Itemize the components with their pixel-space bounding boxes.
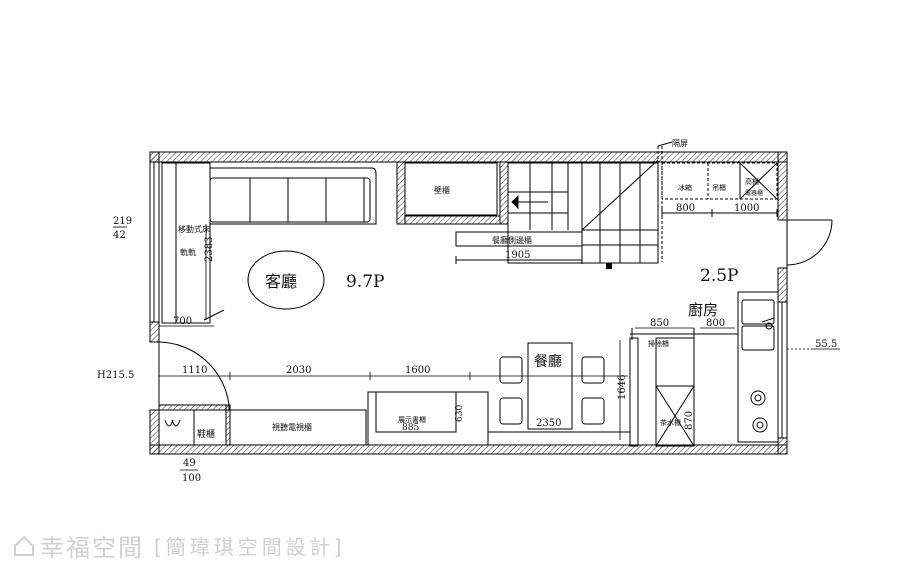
coffee-table [247,250,325,310]
dim-2383: 2383 [204,237,215,262]
fixture-shoe-cabinet: 鞋櫃 [197,428,215,440]
dim-49: 49 [183,458,196,469]
kitchen-tall-cabinets [629,328,738,447]
labels: 客廳 9.7P 餐廳 廚房 2.5P 鞋櫃 壁櫃 餐廳側邊櫃 視聽電視櫃 展示書… [97,139,837,484]
fixture-wall-cabinet: 壁櫃 [434,185,450,195]
entrance-door [786,219,833,268]
watermark-credit: [簡瑋琪空間設計] [154,535,346,559]
watermark-logo: 幸福空間 [40,534,144,562]
area-label-kitchen: 2.5P [700,266,738,286]
dim-219: 219 [113,216,132,227]
dim-885: 885 [402,423,419,433]
fixture-broom-cabinet: 掃除櫃 [648,339,669,348]
dining-table [499,342,605,430]
dim-2030: 2030 [286,365,311,376]
upper-kitchen-cabinets [661,162,778,217]
fixture-dining-side-cabinet: 餐廳側邊櫃 [492,235,532,245]
dim-630: 630 [455,405,465,422]
dim-h215-5: H215.5 [97,370,134,381]
partition [657,141,673,262]
dim-1000: 1000 [734,203,759,214]
dim-800-top: 800 [676,203,695,214]
fixture-kitchen-side-cabinet: 電器櫃 [745,189,763,197]
dim-42: 42 [113,230,126,241]
room-label-dining: 餐廳 [534,353,562,370]
house-logo-icon [14,535,34,556]
kitchen-counter [737,291,779,443]
stairs [507,159,659,264]
fixture-tea-cabinet: 茶水櫃 [660,418,681,427]
dim-800-kitchen: 800 [706,318,725,329]
area-label-living: 9.7P [346,272,384,292]
left-door [158,341,230,406]
dim-100: 100 [182,473,201,484]
lower-cabinets [158,391,630,446]
dining-side-cabinet [455,231,583,247]
dim-1600: 1600 [405,365,430,376]
mobile-bed [161,162,225,324]
fixture-fridge: 冰箱 [678,183,692,192]
fixture-av-cabinet: 視聽電視櫃 [272,422,312,432]
fixture-partition: 隔屏 [672,139,688,148]
fixture-mobile-bed-1: 移動式床 [178,224,210,234]
dim-1646: 1646 [617,375,628,400]
fixture-display-cabinet: 展示書櫃 [398,415,426,424]
fixture-tall-cabinet: 高櫃 [745,177,759,186]
wall-cabinet [404,162,498,216]
fixture-upper-cabinet: 吊櫃 [712,183,726,192]
dim-1905: 1905 [505,250,530,261]
dim-1110: 1110 [182,365,207,376]
room-label-kitchen: 廚房 [688,301,718,319]
dim-2350: 2350 [536,418,561,429]
dimension-lines [113,224,840,471]
dim-700: 700 [173,316,192,327]
dim-55-5: 55.5 [815,339,837,350]
fixture-mobile-bed-2: 軌軌 [180,247,196,257]
sofa [209,167,377,225]
dim-850: 850 [650,318,669,329]
watermark: 幸福空間 [簡瑋琪空間設計] [12,528,346,563]
room-label-living: 客廳 [265,272,297,291]
dim-870: 870 [684,411,695,430]
